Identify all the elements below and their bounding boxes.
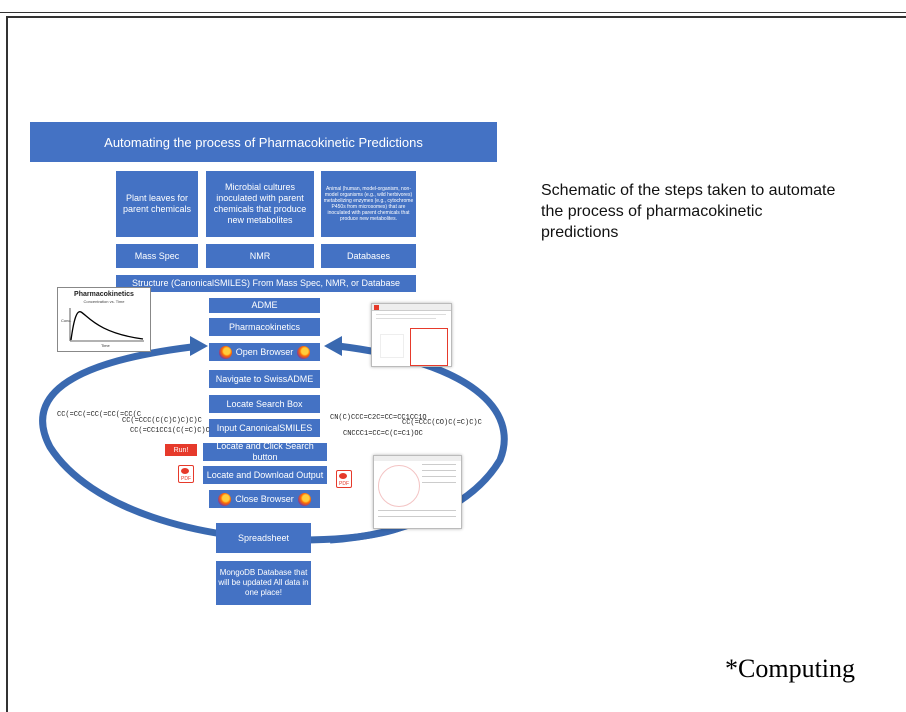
close-browser-label: Close Browser bbox=[235, 493, 294, 504]
smiles-string: CN(C)CCC=C2C=CC=CC1CC1O bbox=[330, 414, 427, 422]
step-input-smiles: Input CanonicalSMILES bbox=[209, 419, 320, 437]
top-frame-border bbox=[0, 0, 906, 13]
pk-chart-ylabel: Conc. bbox=[61, 318, 72, 323]
pdf-icon: PDF bbox=[336, 470, 352, 488]
smiles-string: CNCCC1=CC=C(C=C1)OC bbox=[343, 430, 423, 438]
step-click-search: Locate and Click Search button bbox=[203, 441, 327, 462]
pk-chart-xlabel: Time bbox=[101, 343, 110, 348]
diagram-caption: Schematic of the steps taken to automate… bbox=[541, 182, 836, 241]
structure-bar: Structure (CanonicalSMILES) From Mass Sp… bbox=[116, 275, 416, 292]
pk-curve-thumbnail: Pharmacokinetics Concentration vs. Time … bbox=[57, 287, 151, 352]
step-download: Locate and Download Output bbox=[203, 466, 327, 484]
step-mongodb: MongoDB Database that will be updated Al… bbox=[216, 561, 311, 605]
step-open-browser: Open Browser bbox=[209, 343, 320, 361]
firefox-icon bbox=[297, 492, 311, 506]
footer-label: *Computing bbox=[725, 654, 856, 683]
smiles-string: CC(=CC(=CC(=CC(=CC(C bbox=[57, 411, 142, 419]
slide-frame bbox=[6, 16, 906, 712]
smiles-string: CC(=CCC(C(C)C)C)C)C bbox=[122, 417, 202, 425]
step-spreadsheet: Spreadsheet bbox=[216, 523, 311, 553]
method-nmr: NMR bbox=[206, 244, 314, 268]
firefox-icon bbox=[297, 345, 311, 359]
method-databases: Databases bbox=[321, 244, 416, 268]
firefox-icon bbox=[218, 345, 232, 359]
step-pharmacokinetics: Pharmacokinetics bbox=[209, 318, 320, 336]
run-button: Run! bbox=[165, 444, 197, 456]
step-adme: ADME bbox=[209, 298, 320, 313]
method-mass-spec: Mass Spec bbox=[116, 244, 198, 268]
output-screenshot-thumbnail bbox=[373, 455, 462, 529]
pk-curve bbox=[69, 308, 144, 342]
open-browser-label: Open Browser bbox=[235, 346, 294, 357]
source-plant: Plant leaves for parent chemicals bbox=[116, 171, 198, 237]
step-close-browser: Close Browser bbox=[209, 490, 320, 508]
pk-chart-subtitle: Concentration vs. Time bbox=[83, 299, 125, 304]
step-locate-search: Locate Search Box bbox=[209, 395, 320, 413]
smiles-string: CC(=CCC(CO)C(=C)C)C bbox=[402, 419, 482, 427]
step-navigate: Navigate to SwissADME bbox=[209, 370, 320, 388]
pdf-icon: PDF bbox=[178, 465, 194, 483]
source-animal: Animal (human, model-organism, non-model… bbox=[321, 171, 416, 237]
pk-chart-title: Pharmacokinetics bbox=[74, 291, 134, 298]
source-microbial: Microbial cultures inoculated with paren… bbox=[206, 171, 314, 237]
firefox-icon bbox=[218, 492, 232, 506]
smiles-string: CC(=CC1CC1(C(=C)C)C bbox=[130, 427, 210, 435]
browser-screenshot-thumbnail bbox=[371, 303, 452, 367]
diagram-title: Automating the process of Pharmacokineti… bbox=[30, 122, 497, 162]
